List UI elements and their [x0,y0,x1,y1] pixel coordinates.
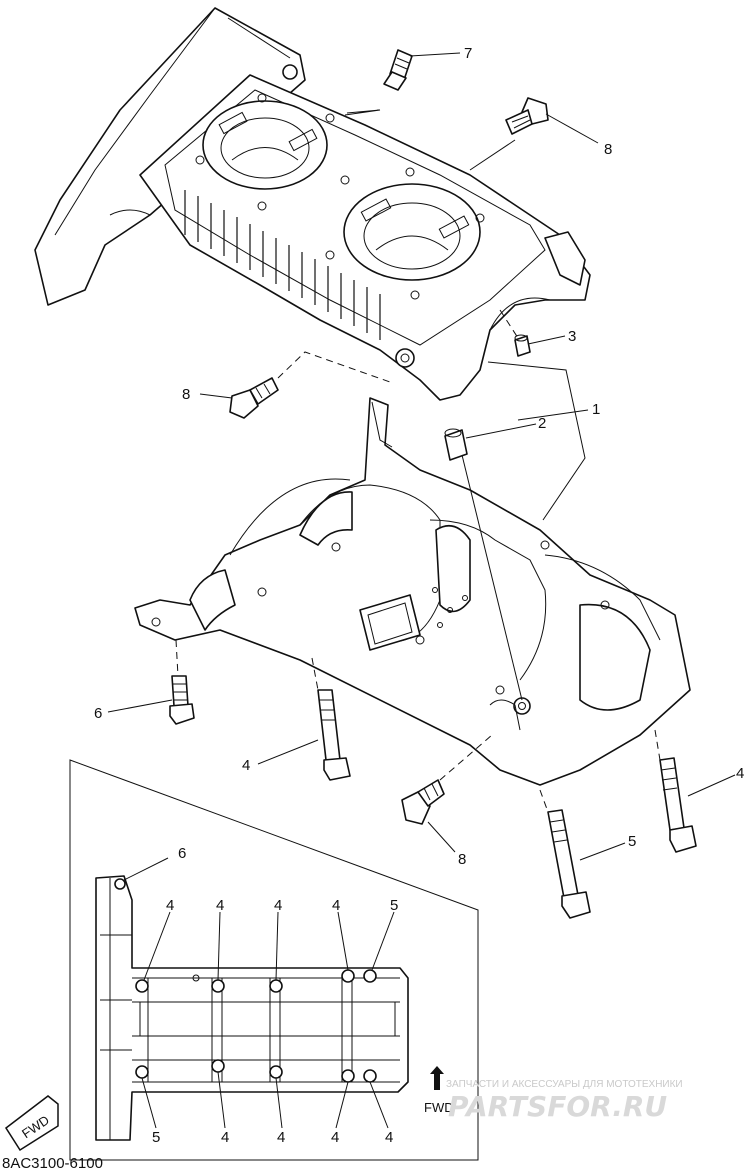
align-line-bolt4r [654,729,661,761]
callout-5: 5 [628,833,636,850]
align-line-bolt6 [175,639,179,677]
inset-callout-4b: 4 [216,897,224,914]
lower-crankcase [134,397,691,786]
callout-8-top: 8 [604,141,612,158]
align-line-dowel3 [499,309,519,339]
bolt-4-long [317,689,351,781]
bolt-6 [169,675,195,725]
inset-callout-4d: 4 [332,897,340,914]
inset-callout-5a: 5 [390,897,398,914]
oil-fitting-7 [383,49,413,91]
align-line-8-left [277,351,391,383]
dowel-2 [444,428,468,461]
inset-callout-4f: 4 [277,1129,285,1146]
watermark-tagline: ЗАПЧАСТИ И АКСЕССУАРЫ ДЛЯ МОТОТЕХНИКИ [446,1079,683,1090]
dowel-3 [514,334,531,357]
bolt-4-right [659,757,697,853]
inset-callout-4h: 4 [385,1129,393,1146]
callout-2: 2 [538,415,546,432]
callout-6: 6 [94,705,102,722]
inset-callout-4e: 4 [221,1129,229,1146]
bolt-8-left [229,377,279,419]
callout-3: 3 [568,328,576,345]
callout-4-left: 4 [242,757,250,774]
inset-callout-6: 6 [178,845,186,862]
bolt-8-top [505,97,549,135]
callout-7: 7 [464,45,472,62]
callout-1: 1 [592,401,600,418]
inset-callout-4a: 4 [166,897,174,914]
align-line-dowel2 [461,454,523,701]
callout-4-right: 4 [736,765,744,782]
align-line-bolt4 [311,657,319,691]
watermark-site: PARTSFOR.RU [448,1090,667,1123]
inset-callout-4g: 4 [331,1129,339,1146]
fwd-badge: FWD [4,1095,59,1152]
callout-8-bottom: 8 [458,851,466,868]
align-line-bolt5 [539,789,549,813]
inset-callout-5b: 5 [152,1129,160,1146]
diagram-code: 8AC3100-6100 [2,1155,103,1171]
fwd-arrow: FWD [424,1066,454,1115]
inset-callout-4c: 4 [274,897,282,914]
bottom-view-inset [69,759,479,1161]
leader-lines [107,52,736,861]
bolt-8-bottom [401,779,445,825]
upper-crankcase [34,7,591,401]
callout-8-left: 8 [182,386,190,403]
bolt-5 [547,809,591,919]
fwd-arrow-label: FWD [424,1100,454,1115]
